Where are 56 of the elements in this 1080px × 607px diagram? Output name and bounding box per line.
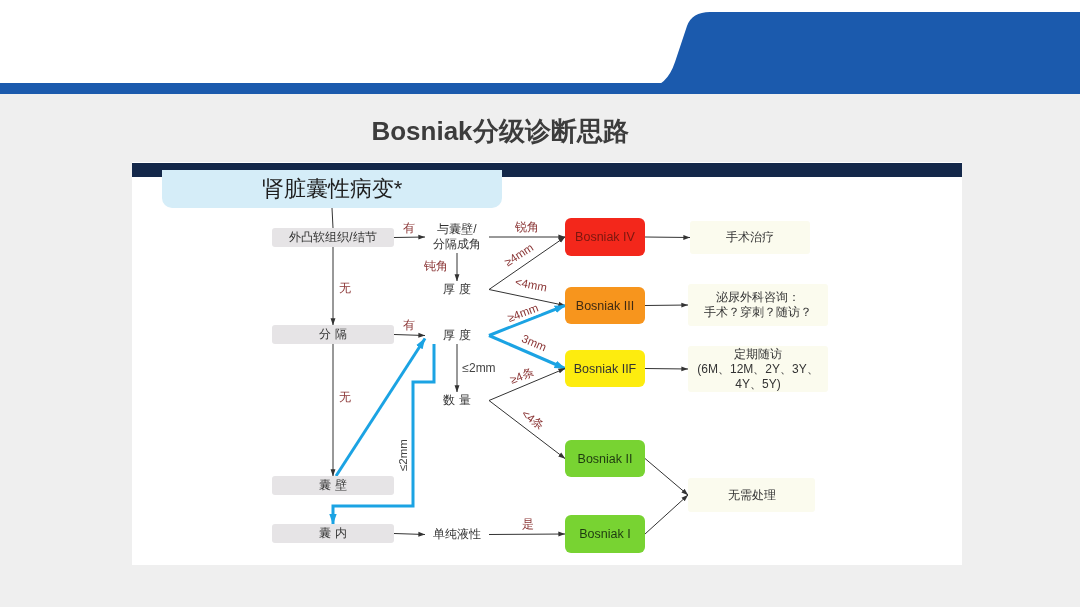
condition-text: 厚 度 [425, 281, 489, 298]
note-text: 手术？穿刺？随访？ [704, 305, 812, 320]
arrow [488, 368, 566, 401]
edge-label: 有 [402, 319, 416, 333]
edge-label: 锐角 [514, 221, 540, 235]
edge-label: 无 [338, 282, 352, 296]
arrow [329, 344, 436, 525]
arrow [488, 234, 566, 240]
arrow [644, 235, 691, 240]
arrow [393, 332, 426, 338]
arrow [488, 289, 566, 307]
grade-box: Bosniak II [565, 440, 645, 477]
arrow [393, 234, 426, 240]
recommendation-box [688, 284, 828, 326]
condition-text: 数 量 [425, 392, 489, 409]
arrow [454, 252, 460, 282]
arrow [393, 531, 426, 537]
arrow [488, 531, 566, 537]
arrow [644, 458, 689, 496]
condition-text: 与囊壁/分隔成角 [425, 221, 489, 253]
arrow [644, 494, 689, 535]
edge-label: 钝角 [423, 260, 449, 274]
arrow [644, 302, 689, 308]
note-heading: 泌尿外科咨询： [716, 290, 800, 305]
arrow [488, 304, 566, 337]
condition-text: 厚 度 [425, 327, 489, 344]
edge-label: 是 [521, 518, 535, 532]
step-box: 囊 壁 [272, 476, 394, 495]
condition-text: 单纯液性 [425, 526, 489, 543]
arrow [488, 400, 566, 459]
connector-line [331, 207, 334, 229]
grade-box: Bosniak III [565, 287, 645, 324]
step-box: 外凸软组织/结节 [272, 228, 394, 247]
arrow [330, 343, 336, 477]
heading-box: 肾脏囊性病变* [162, 170, 502, 208]
edge-label: 无 [338, 391, 352, 405]
slide-title: Bosniak分级诊断思路 [371, 116, 629, 148]
note-heading: 定期随访 [734, 346, 782, 362]
arrow [454, 343, 460, 393]
grade-box: Bosniak IV [565, 218, 645, 256]
recommendation-box: 手术治疗 [690, 221, 810, 254]
step-box: 囊 内 [272, 524, 394, 543]
note-text: (6M、12M、2Y、3Y、4Y、5Y) [696, 361, 820, 392]
arrow [488, 236, 566, 290]
edge-label: ≤2mm [396, 438, 410, 472]
arrow [330, 246, 336, 326]
recommendation-box [688, 346, 828, 392]
arrow [488, 334, 566, 370]
step-box: 分 隔 [272, 325, 394, 344]
recommendation-box: 无需处理 [688, 478, 815, 512]
grade-box: Bosniak I [565, 515, 645, 553]
grade-box: Bosniak IIF [565, 350, 645, 387]
edge-label: ≥4条 [507, 365, 537, 387]
arrow [334, 337, 427, 477]
arrow [644, 366, 689, 372]
edge-label: 有 [402, 222, 416, 236]
